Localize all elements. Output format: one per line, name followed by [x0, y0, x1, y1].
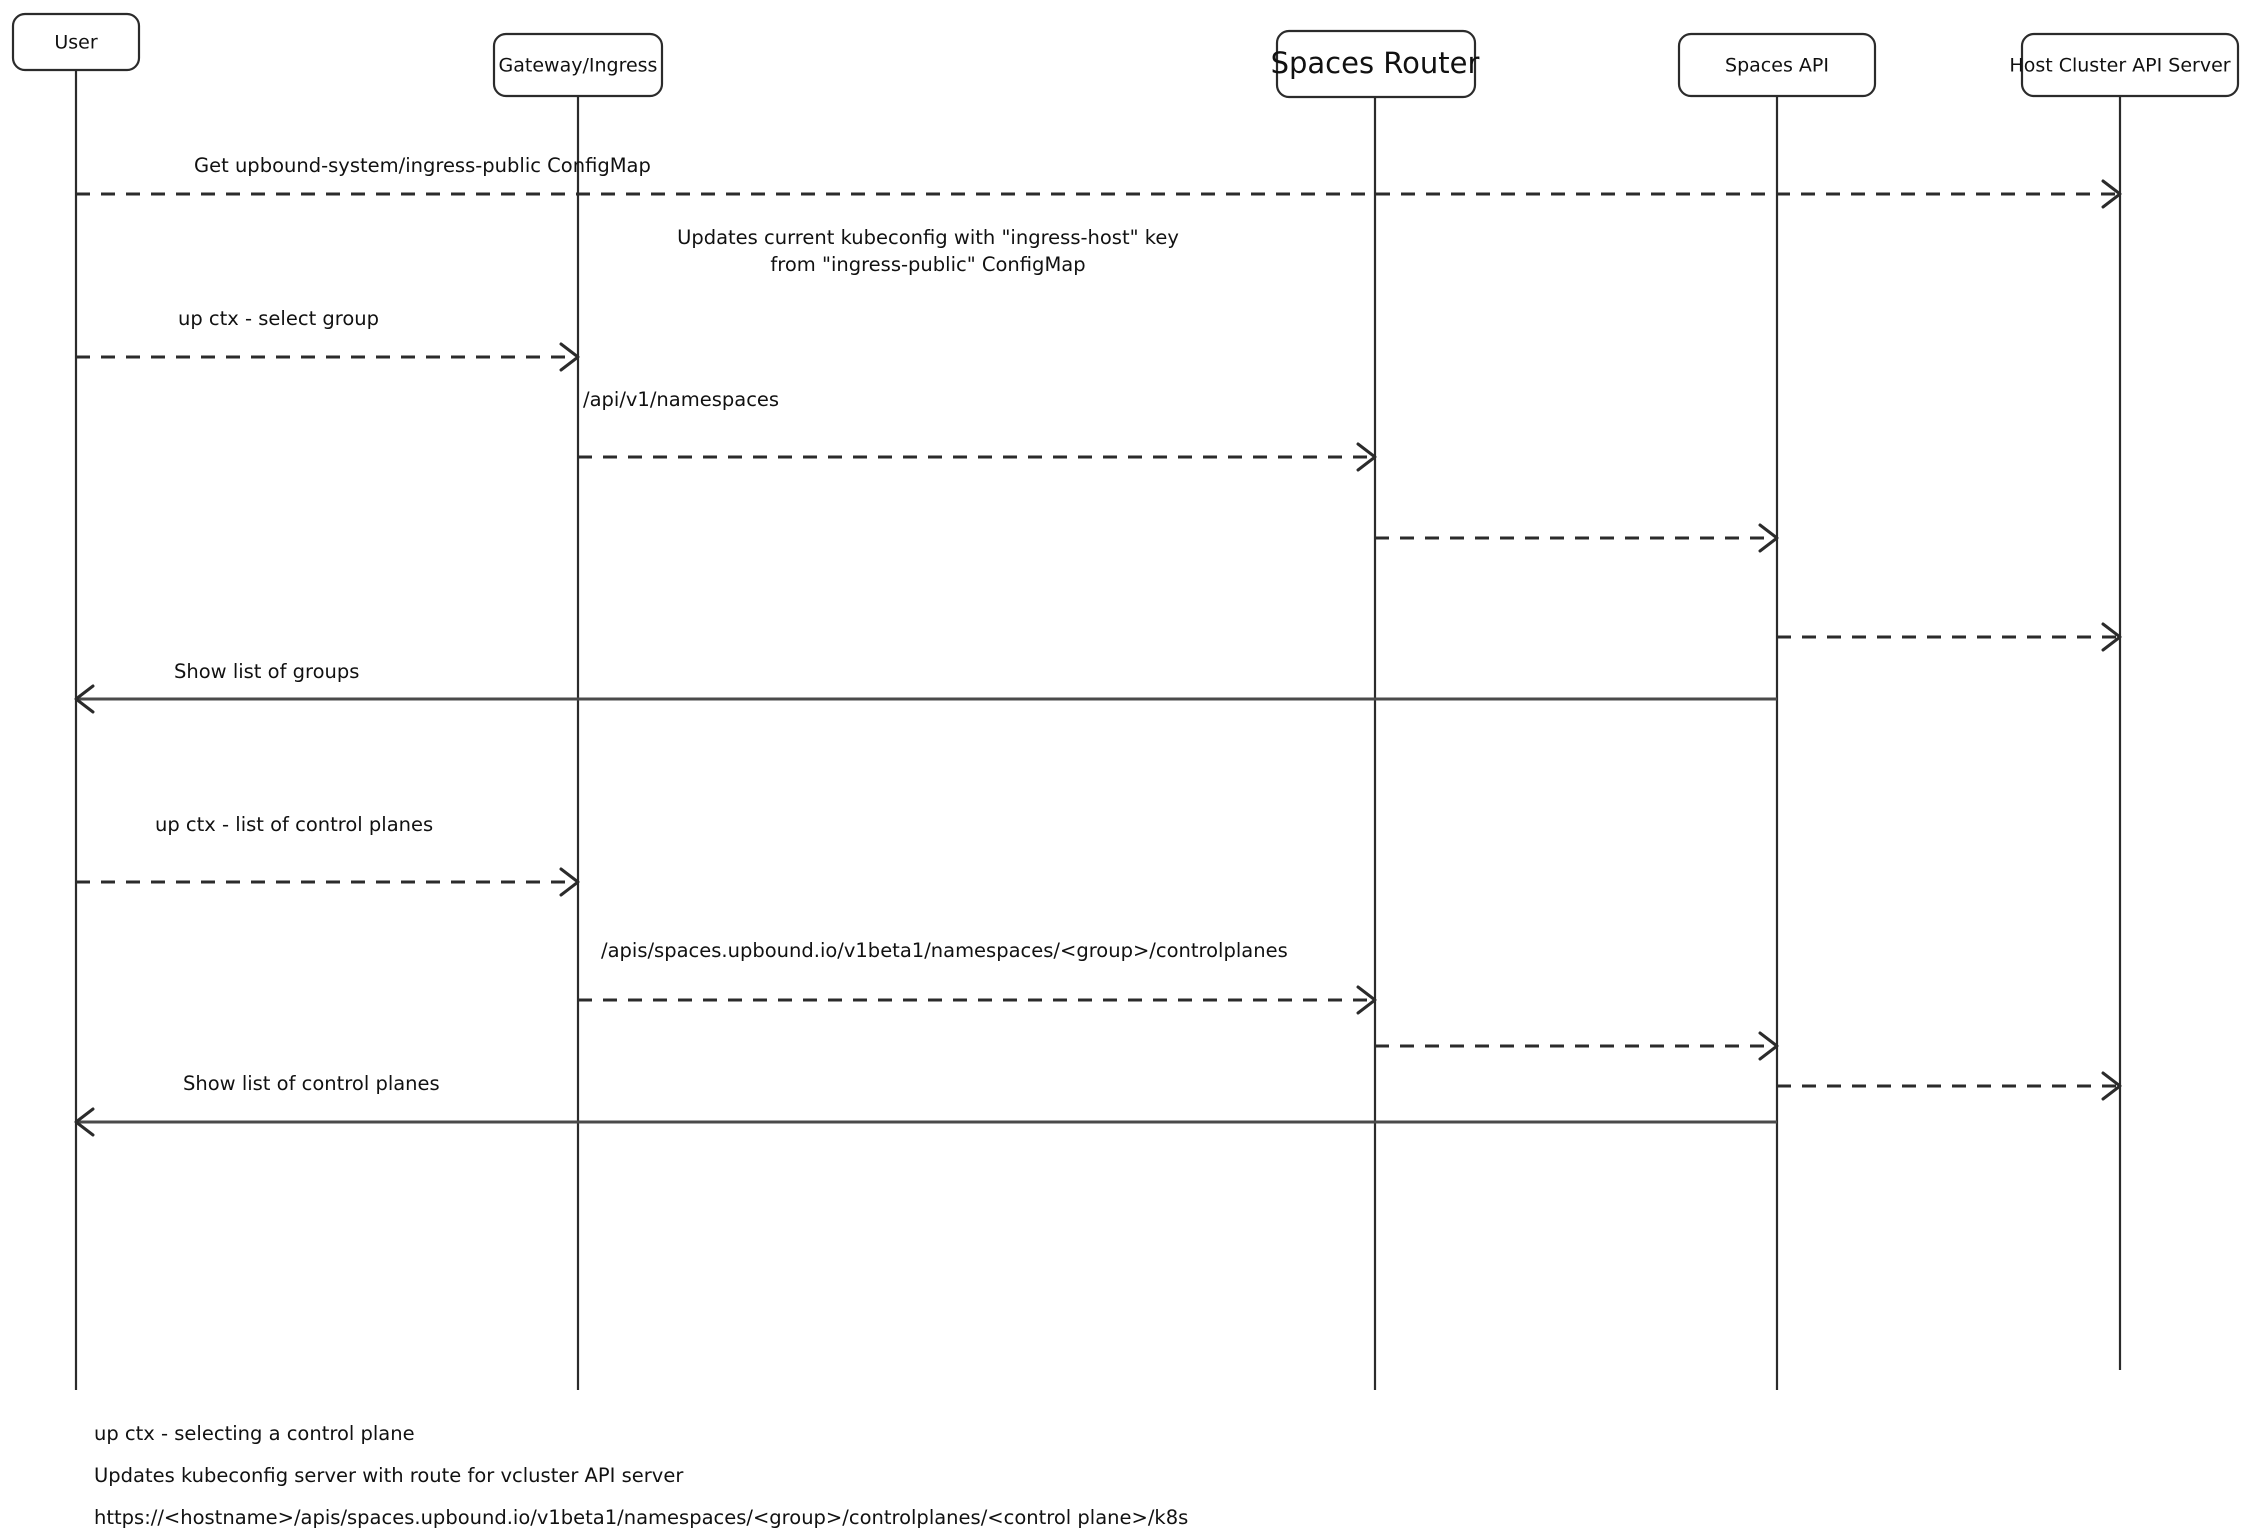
participant-label-gateway: Gateway/Ingress: [499, 55, 658, 77]
participant-spacesapi[interactable]: Spaces API: [1677, 32, 1877, 98]
arrowhead: [1758, 523, 1779, 553]
arrowhead: [2101, 622, 2122, 652]
message-m6[interactable]: Show list of groups: [74, 660, 1777, 714]
arrowhead: [1758, 1031, 1779, 1061]
arrowhead-path: [559, 867, 580, 897]
participant-label-router: Spaces Router: [1271, 46, 1480, 80]
message-m11[interactable]: Show list of control planes: [74, 1072, 1777, 1137]
note-n1: Updates current kubeconfig with "ingress…: [677, 226, 1179, 276]
arrowhead: [74, 1107, 95, 1137]
participant-box-spacesapi[interactable]: [1677, 32, 1877, 98]
message-m1[interactable]: Get upbound-system/ingress-public Config…: [76, 154, 2122, 209]
arrowhead-path: [1758, 1031, 1779, 1061]
message-label-m8: /apis/spaces.upbound.io/v1beta1/namespac…: [601, 939, 1288, 962]
participant-user[interactable]: User: [11, 12, 141, 72]
footer-f1: up ctx - selecting a control plane: [94, 1422, 415, 1445]
participant-box-gateway[interactable]: [492, 32, 664, 98]
participant-box-user[interactable]: [11, 12, 141, 72]
participant-hostapi[interactable]: Host Cluster API Server: [2009, 32, 2240, 98]
participant-label-user: User: [54, 32, 97, 54]
footer-f3: https://<hostname>/apis/spaces.upbound.i…: [94, 1506, 1188, 1529]
arrowhead-path: [1356, 442, 1377, 472]
arrowhead-path: [1758, 523, 1779, 553]
arrowhead: [559, 342, 580, 372]
participant-gateway[interactable]: Gateway/Ingress: [492, 32, 664, 98]
message-label-m6: Show list of groups: [174, 660, 359, 683]
message-m3[interactable]: /api/v1/namespaces: [578, 388, 1377, 472]
message-label-m11: Show list of control planes: [183, 1072, 440, 1095]
arrowhead: [1356, 442, 1377, 472]
message-m8[interactable]: /apis/spaces.upbound.io/v1beta1/namespac…: [578, 939, 1377, 1015]
arrowhead-path: [2101, 1071, 2122, 1101]
message-label-m2: up ctx - select group: [178, 307, 379, 330]
message-m9[interactable]: [1375, 1031, 1779, 1061]
arrowhead-path: [559, 342, 580, 372]
footer-f2: Updates kubeconfig server with route for…: [94, 1464, 684, 1487]
message-label-m7: up ctx - list of control planes: [155, 813, 433, 836]
participant-label-hostapi: Host Cluster API Server: [2009, 55, 2230, 77]
message-m2[interactable]: up ctx - select group: [76, 307, 580, 372]
message-m5[interactable]: [1777, 622, 2122, 652]
arrowhead-path: [2101, 622, 2122, 652]
message-m7[interactable]: up ctx - list of control planes: [76, 813, 580, 897]
arrowhead-path: [2101, 179, 2122, 209]
arrowhead: [1356, 985, 1377, 1015]
message-m4[interactable]: [1375, 523, 1779, 553]
arrowhead: [74, 684, 95, 714]
participant-box-router[interactable]: [1275, 29, 1477, 99]
arrowhead: [559, 867, 580, 897]
arrowhead: [2101, 1071, 2122, 1101]
arrowhead: [2101, 179, 2122, 209]
message-label-m1: Get upbound-system/ingress-public Config…: [194, 154, 651, 177]
arrowhead-path: [74, 1107, 95, 1137]
participant-router[interactable]: Spaces Router: [1271, 29, 1480, 99]
arrowhead-path: [1356, 985, 1377, 1015]
note-line-n1-1: from "ingress-public" ConfigMap: [770, 253, 1085, 276]
note-line-n1-0: Updates current kubeconfig with "ingress…: [677, 226, 1179, 249]
participant-box-hostapi[interactable]: [2020, 32, 2240, 98]
message-label-m3: /api/v1/namespaces: [583, 388, 779, 411]
arrowhead-path: [74, 684, 95, 714]
participant-label-spacesapi: Spaces API: [1725, 55, 1829, 77]
message-m10[interactable]: [1777, 1071, 2122, 1101]
